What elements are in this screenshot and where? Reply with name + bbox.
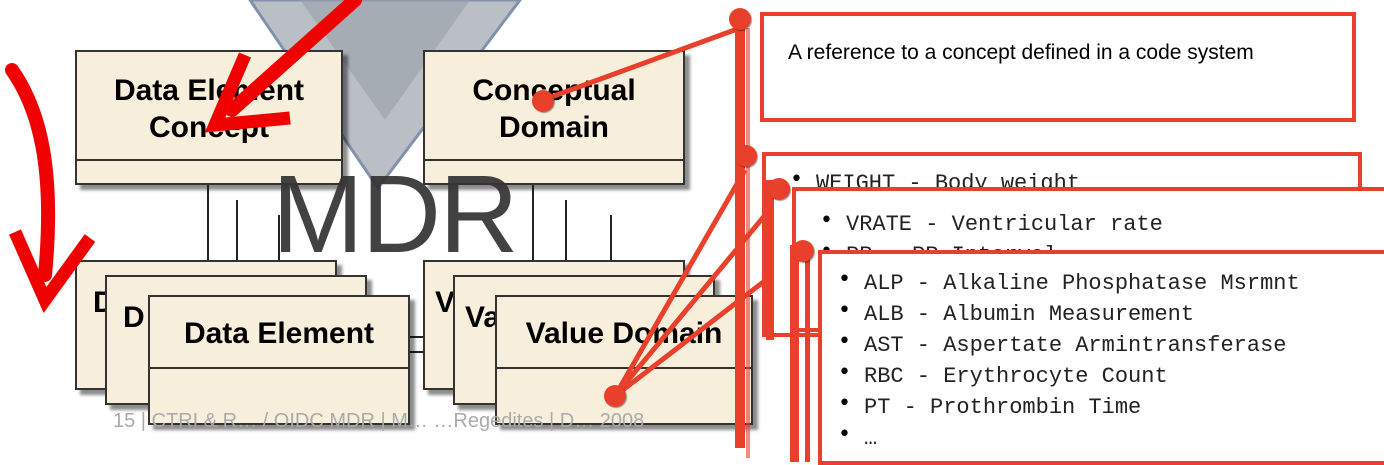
- vd-back2-title: Va: [465, 301, 501, 334]
- de-separator: [150, 367, 408, 369]
- reference-callout: A reference to a concept defined in a co…: [760, 12, 1356, 122]
- connector-line: [236, 200, 238, 275]
- de-back2-title: D: [123, 301, 145, 334]
- callout-anchor-dot: [735, 145, 757, 167]
- callout-pole: [746, 28, 750, 458]
- reference-callout-text: A reference to a concept defined in a co…: [788, 41, 1254, 64]
- vrate-list-item: VRATE - Ventricular rate: [816, 205, 1163, 240]
- callout-anchor-dot: [604, 385, 626, 407]
- cd-title-line2: Domain: [498, 111, 609, 144]
- callout-pole: [735, 18, 745, 448]
- lab-test-list-callout: ALP - Alkaline Phosphatase Msrmnt ALB - …: [818, 250, 1384, 465]
- cd-separator: [425, 159, 683, 161]
- callout-pole: [766, 180, 774, 340]
- value-domain-box: Value Domain: [495, 295, 753, 425]
- lab-test-list: ALP - Alkaline Phosphatase Msrmnt ALB - …: [834, 264, 1300, 454]
- mdr-watermark: MDR: [272, 153, 519, 276]
- lab-test-list-item: PT - Prothrombin Time: [834, 388, 1300, 423]
- vd-back1-title: V: [435, 286, 456, 319]
- de-title: Data Element: [183, 317, 375, 350]
- lab-test-list-item: AST - Aspertate Armintransferase: [834, 326, 1300, 361]
- vd-title: Value Domain: [525, 317, 723, 350]
- conceptual-domain-box: Conceptual Domain: [423, 50, 685, 185]
- callout-pole: [805, 255, 810, 462]
- callout-anchor-dot: [532, 90, 554, 112]
- callout-anchor-dot: [729, 8, 751, 30]
- connector-line: [278, 215, 280, 295]
- connector-line: [610, 215, 612, 295]
- callout-anchor-dot: [768, 178, 790, 200]
- lab-test-list-item: ALP - Alkaline Phosphatase Msrmnt: [834, 264, 1300, 299]
- lab-test-list-item: ALB - Albumin Measurement: [834, 295, 1300, 330]
- vd-separator: [497, 367, 751, 369]
- lab-test-list-item: …: [834, 419, 1300, 454]
- callout-pole: [790, 245, 799, 462]
- callout-anchor-dot: [792, 240, 814, 262]
- connector-line: [532, 185, 534, 260]
- lab-test-list-item: RBC - Erythrocyte Count: [834, 357, 1300, 392]
- connector-line: [565, 200, 567, 275]
- connector-line: [207, 185, 209, 260]
- data-element-box: Data Element: [148, 295, 410, 425]
- dec-separator: [77, 159, 341, 161]
- slide-footer: 15 | CTRI & R… / OIDC MDR | M… …Regedite…: [113, 410, 645, 432]
